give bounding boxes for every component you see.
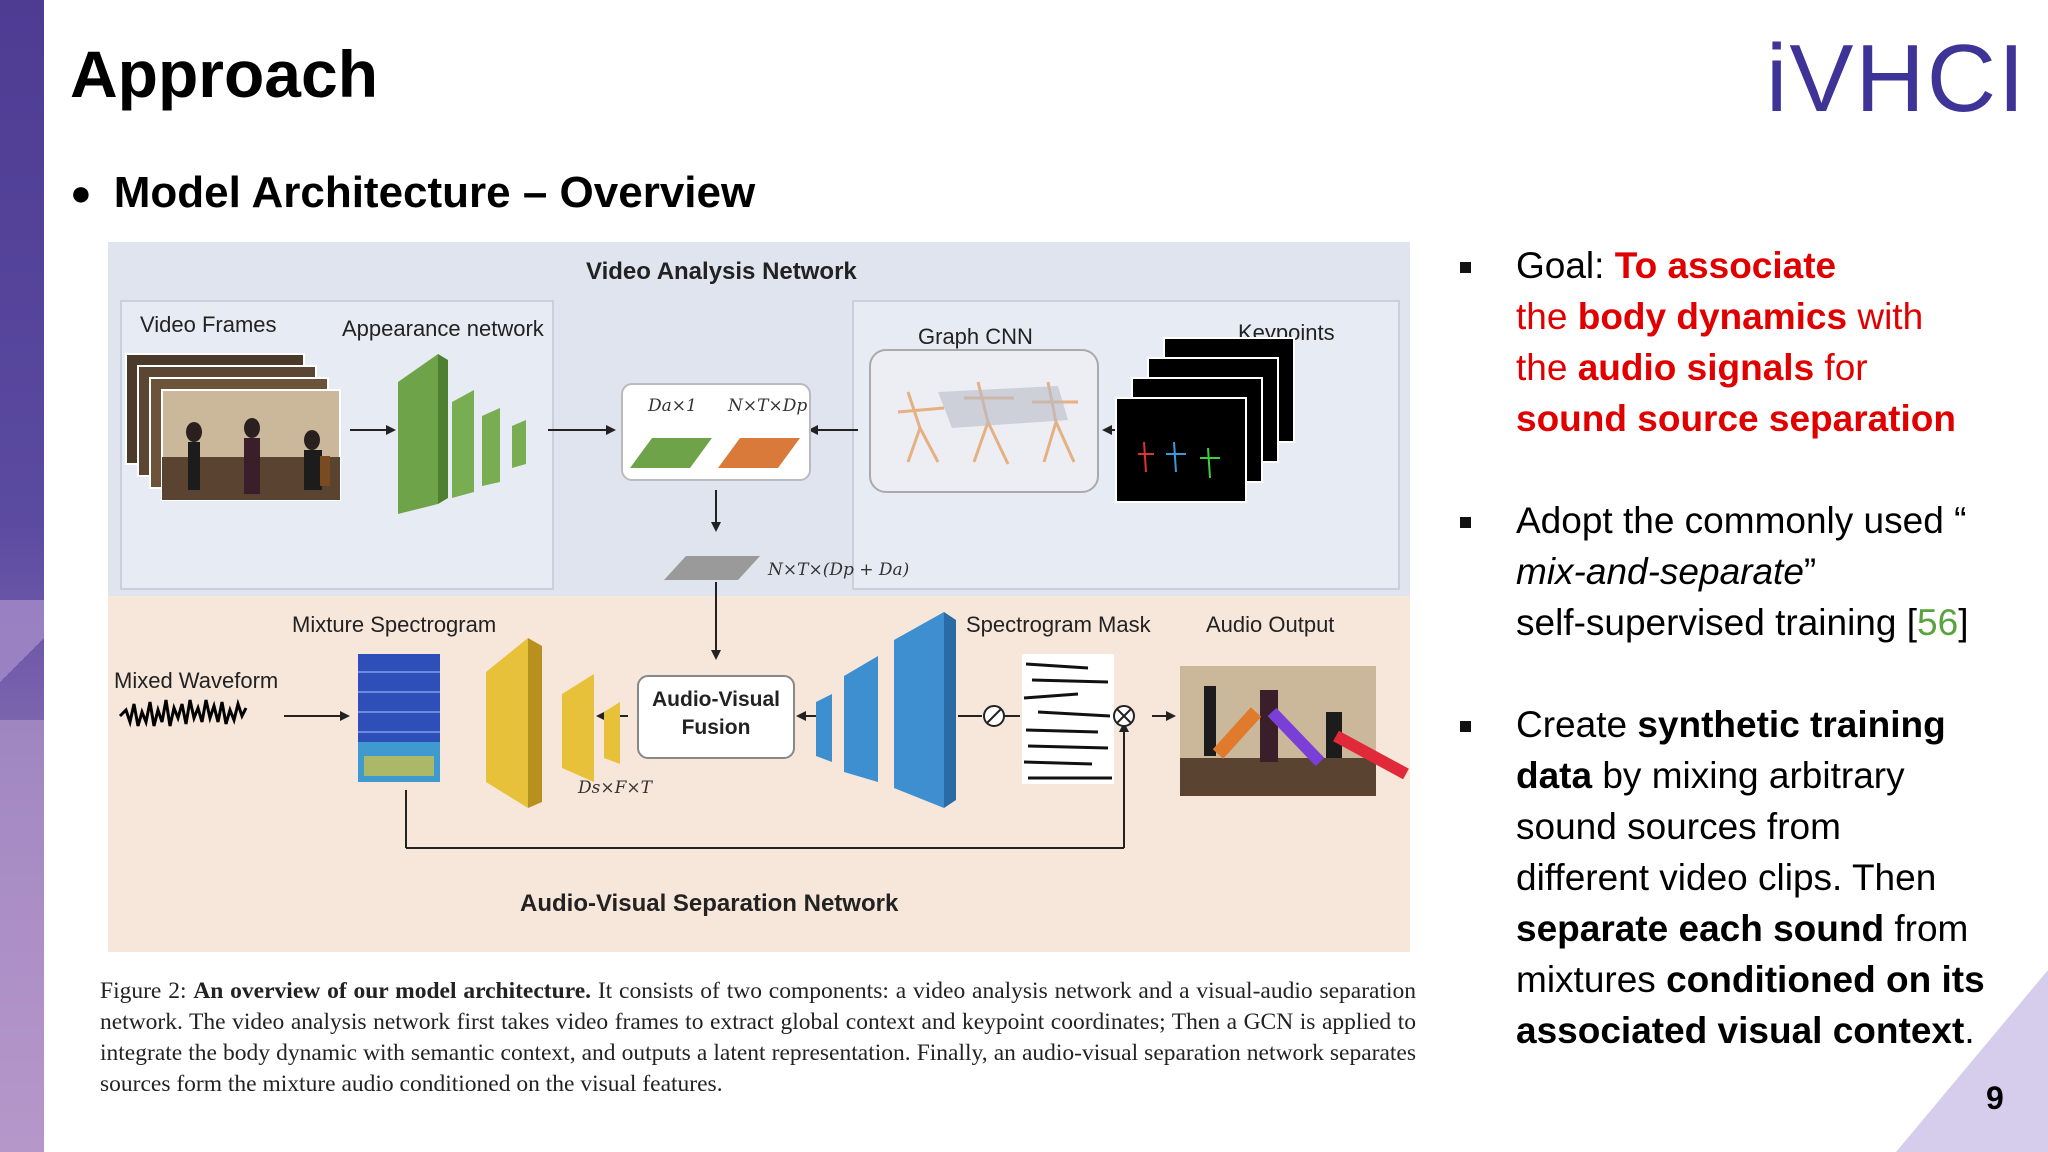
goal-red-1: To associate (1614, 245, 1837, 286)
video-net-title: Video Analysis Network (586, 258, 857, 285)
mixed-waveform-label: Mixed Waveform (114, 668, 279, 693)
clips-text: different video clips. Then (1516, 857, 1937, 898)
goal-red-8: sound source separation (1516, 398, 1956, 439)
square-bullet-icon (1460, 517, 1471, 528)
corner-accent (1896, 970, 2048, 1152)
accent-wedge (0, 600, 44, 720)
citation-link[interactable]: 56 (1917, 602, 1959, 643)
self-supervised-text: self-supervised training [ (1516, 602, 1918, 643)
video-frames-stack (125, 353, 341, 501)
fusion-box-label: Audio-Visual Fusion (638, 686, 794, 742)
mixing-text: by mixing arbitrary (1592, 755, 1905, 796)
visual-context-bold: associated visual context (1516, 1010, 1965, 1051)
goal-red-6: audio signals (1577, 347, 1815, 388)
accent-wedge-lower (0, 720, 44, 1152)
goal-red-5: the (1516, 347, 1578, 388)
video-frames-label: Video Frames (140, 312, 277, 337)
goal-prefix: Goal: (1516, 245, 1615, 286)
bullet-mix-and-separate: Adopt the commonly used “ mix-and-separa… (1460, 495, 2030, 648)
bullet-dot-icon: ● (70, 172, 92, 213)
separate-bold: separate each sound (1516, 908, 1885, 949)
from-text: from (1884, 908, 1969, 949)
citation-close: ] (1958, 602, 1969, 643)
mixture-spectrogram-label: Mixture Spectrogram (292, 612, 497, 637)
close-quote: ” (1803, 551, 1817, 592)
square-bullet-icon (1460, 721, 1471, 732)
adopt-text: Adopt the commonly used “ (1516, 500, 1967, 541)
audio-output-label: Audio Output (1206, 612, 1335, 637)
figure-caption: Figure 2: An overview of our model archi… (100, 976, 1416, 1100)
conditioned-bold: conditioned on its (1666, 959, 1985, 1000)
fusion-line-2: Fusion (681, 716, 751, 739)
dim-a-label: Da×1 (648, 396, 697, 416)
fusion-line-1: Audio-Visual (652, 688, 780, 711)
mix-and-separate-italic: mix-and-separate (1516, 551, 1804, 592)
subtitle-text: Model Architecture – Overview (113, 168, 756, 217)
appearance-network-blocks (398, 354, 526, 514)
avs-net-title: Audio-Visual Separation Network (520, 890, 899, 917)
appearance-network-label: Appearance network (342, 316, 544, 341)
caption-text: It consists of two components: a video a… (100, 978, 1417, 1097)
dim-s-label: Ds×F×T (578, 778, 652, 798)
square-bullet-icon (1460, 262, 1471, 273)
left-accent-bar (0, 0, 44, 1152)
subtitle: ● Model Architecture – Overview (70, 168, 755, 218)
period: . (1964, 1010, 1975, 1051)
goal-red-7: for (1814, 347, 1868, 388)
caption-label: Figure 2: (100, 978, 187, 1004)
ivhci-logo: iVHCI (1766, 25, 2025, 132)
goal-red-4: with (1847, 296, 1924, 337)
bullet-synthetic-data: Create synthetic training data by mixing… (1460, 699, 2030, 1056)
bullet-list: Goal: To associate the body dynamics wit… (1460, 240, 2030, 1107)
dim-concat-label: N×T×(Dp + Da) (768, 560, 910, 580)
goal-red-2: the (1516, 296, 1578, 337)
caption-bold: An overview of our model architecture. (193, 978, 591, 1004)
architecture-figure: Video Analysis Network Video Frames Appe… (108, 242, 1410, 952)
bullet-goal: Goal: To associate the body dynamics wit… (1460, 240, 2030, 444)
figure-drawing (118, 337, 1409, 849)
sources-text: sound sources from (1516, 806, 1841, 847)
mixtures-text: mixtures (1516, 959, 1667, 1000)
data-bold: data (1516, 755, 1593, 796)
dim-p-label: N×T×Dp (728, 396, 808, 416)
goal-red-3: body dynamics (1577, 296, 1848, 337)
page-number: 9 (1986, 1080, 2004, 1116)
spectrogram-mask-label: Spectrogram Mask (966, 612, 1151, 637)
synthetic-bold: synthetic training (1637, 704, 1946, 745)
waveform (118, 698, 248, 728)
logo-text: iVHCI (1766, 25, 2027, 132)
create-text: Create (1516, 704, 1638, 745)
page-title: Approach (70, 37, 379, 111)
graph-cnn-label: Graph CNN (918, 324, 1033, 349)
